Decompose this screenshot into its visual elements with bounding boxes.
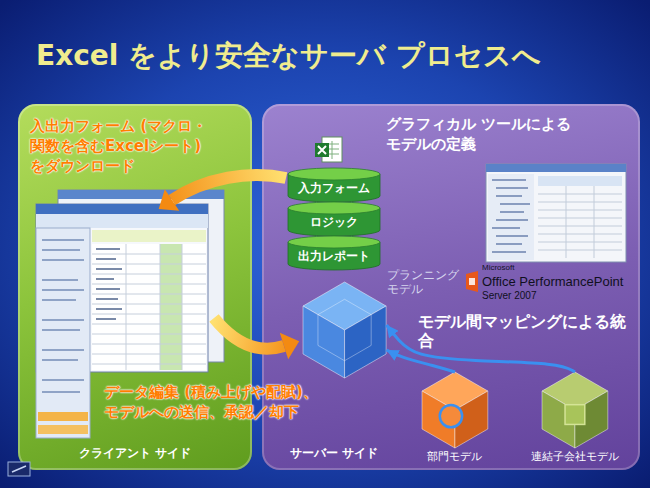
department-cube: 部門モデル — [422, 372, 488, 448]
nav-mark — [12, 466, 26, 472]
label-holder: グラフィカル ツールによる モデルの定義 — [386, 114, 596, 154]
sheet-entries — [96, 249, 122, 319]
cylinder-top — [288, 236, 380, 248]
sidebar-bar — [38, 412, 88, 421]
slide-title: Excel をより安全なサーバ プロセスへ — [36, 38, 541, 74]
cylinder-top — [288, 168, 380, 180]
window-ribbon — [36, 214, 208, 228]
model-label: 部門モデル — [427, 450, 482, 464]
title-holder: Excel をより安全なサーバ プロセスへ — [36, 38, 541, 74]
icon-mark — [318, 146, 326, 154]
arrow-head — [159, 189, 180, 211]
cube-face — [303, 306, 345, 378]
label-holder: モデル間マッピングによる統合 — [418, 312, 630, 350]
callout-text: 入出力フォーム (マクロ・関数を含むExcelシート) をダウンロード — [30, 116, 292, 176]
planning-cube: プランニング モデル — [303, 282, 386, 378]
callout-text: モデル間マッピングによる統合 — [418, 312, 630, 350]
window-titlebar — [36, 204, 208, 214]
cube-shape — [422, 372, 488, 448]
tree-lines — [492, 180, 530, 252]
excel-icon — [315, 137, 342, 162]
window-titlebar — [486, 164, 626, 172]
model-label: プランニング モデル — [387, 268, 467, 296]
label-holder: データ編集 (積み上げや配賦)、 モデルへの送信、承認／却下 — [104, 382, 354, 422]
cylinder-layer: 入力フォーム — [288, 168, 380, 202]
submit-arrow — [214, 318, 299, 359]
layer-label: ロジック — [310, 214, 358, 230]
label-holder: 入出力フォーム (マクロ・関数を含むExcelシート) をダウンロード — [30, 116, 292, 176]
callout-text: データ編集 (積み上げや配賦)、 モデルへの送信、承認／却下 — [104, 382, 354, 422]
nav-icon — [8, 462, 30, 476]
cube-core — [318, 299, 371, 360]
logo-shape — [466, 271, 478, 292]
cube-shape — [303, 282, 386, 378]
cylinder-layer: ロジック — [288, 202, 380, 236]
arrow-head — [280, 333, 299, 360]
grid-lines — [538, 186, 622, 258]
sidebar-bar — [38, 425, 88, 434]
callout-text: グラフィカル ツールによる モデルの定義 — [386, 114, 596, 154]
arrow-body — [172, 175, 286, 200]
cube-core — [565, 405, 585, 425]
window-main — [486, 164, 626, 262]
grid-header — [538, 176, 622, 186]
sheet-grid — [92, 244, 206, 370]
layer-label: 出力レポート — [298, 248, 370, 264]
tree-pane — [488, 174, 534, 260]
cube-core — [440, 405, 462, 427]
panel-label: クライアント サイド — [18, 446, 252, 461]
label-holder: Server 2007 — [482, 290, 536, 302]
arrow-body — [214, 318, 284, 349]
layer-label: 入力フォーム — [298, 180, 370, 196]
cylinder-top — [288, 202, 380, 214]
sheet-header — [92, 230, 206, 242]
download-arrow — [159, 175, 286, 211]
logo-inner — [469, 278, 475, 285]
window-sidebar — [36, 228, 90, 438]
logo-text: Server 2007 — [482, 290, 536, 302]
cylinder-layer: 出力レポート — [288, 236, 380, 270]
label-holder: Office PerformancePoint — [482, 274, 623, 290]
office-logo-icon — [466, 271, 478, 292]
sheet-column — [160, 244, 182, 370]
subsidiary-cube: 連結子会社モデル — [542, 372, 608, 448]
label-holder: Microsoft — [482, 263, 514, 273]
sidebar-lines — [42, 240, 84, 392]
logo-text: Office PerformancePoint — [482, 274, 623, 290]
model-label: 連結子会社モデル — [531, 450, 619, 464]
icon-badge — [315, 143, 329, 157]
sheet-lines — [92, 244, 206, 370]
logo-text: Microsoft — [482, 263, 514, 273]
cube-face — [345, 306, 387, 378]
server-screenshot — [486, 164, 626, 262]
mapping-arrow — [387, 325, 575, 372]
nav-box — [8, 462, 30, 476]
cube-shape — [542, 372, 608, 448]
